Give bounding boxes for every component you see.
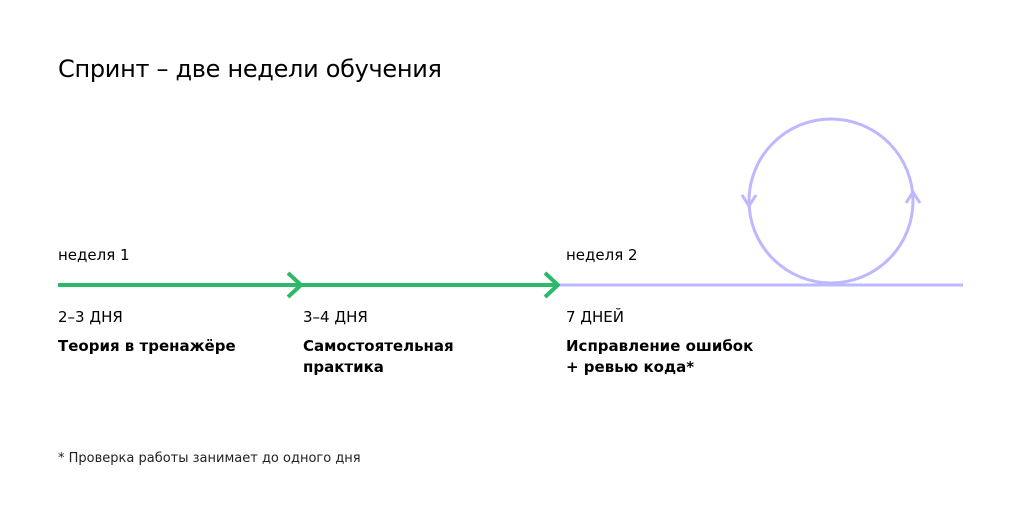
stage-3-duration: 7 ДНЕЙ	[566, 308, 625, 326]
arrow-right-icon	[286, 271, 304, 299]
footnote: * Проверка работы занимает до одного дня	[58, 451, 361, 466]
week-1-label: неделя 1	[58, 246, 130, 264]
page-title: Спринт – две недели обучения	[58, 55, 442, 83]
stage-3-description: Исправление ошибок + ревью кода*	[566, 337, 754, 376]
stage-2-description: Самостоятельная практика	[303, 337, 454, 376]
stage-1-description: Теория в тренажёре	[58, 337, 236, 355]
arrow-right-icon	[543, 271, 561, 299]
week-2-label: неделя 2	[566, 246, 638, 264]
arrow-down-icon	[740, 194, 758, 209]
stage-1-duration: 2–3 ДНЯ	[58, 308, 123, 326]
arrow-up-icon	[904, 189, 922, 204]
stage-2-duration: 3–4 ДНЯ	[303, 308, 368, 326]
green-timeline	[58, 271, 561, 299]
loop-cycle-icon	[747, 117, 915, 285]
purple-timeline	[560, 117, 963, 287]
